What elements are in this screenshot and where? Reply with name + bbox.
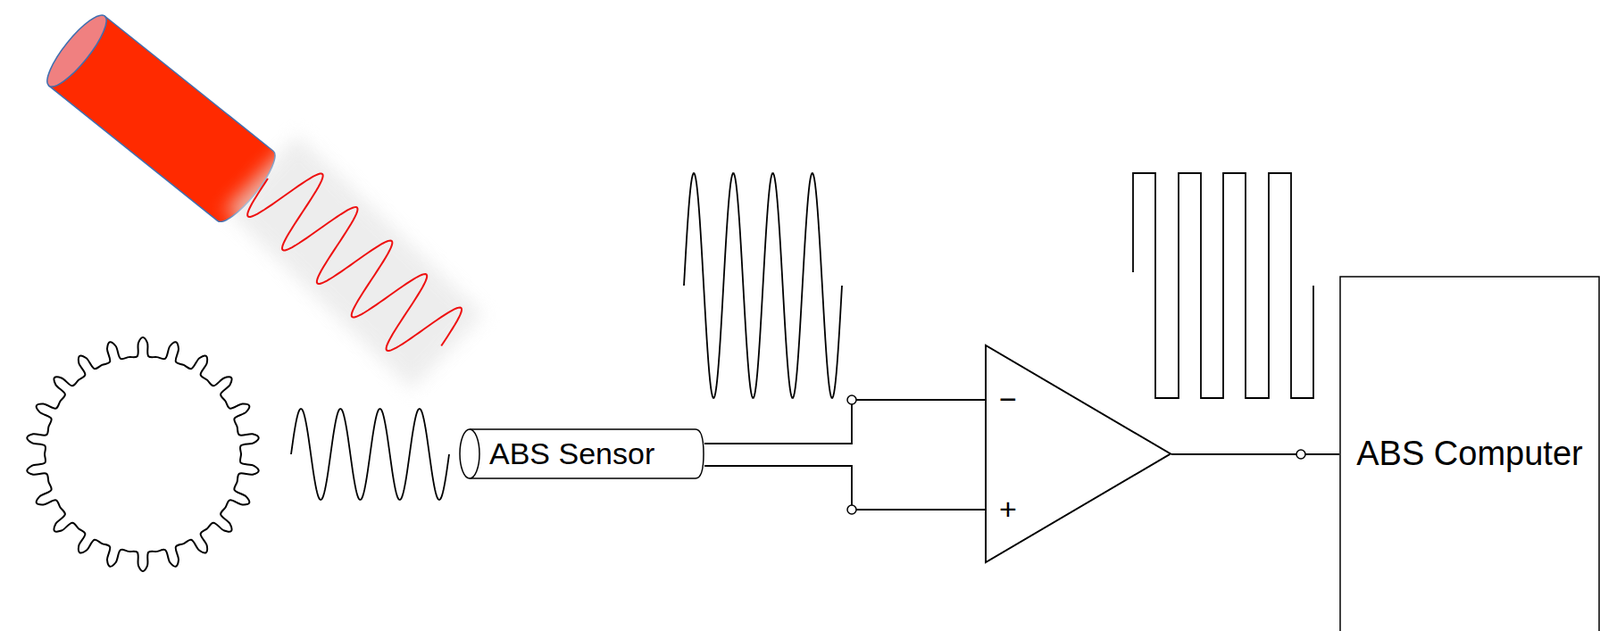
sensor-body-outline [469, 429, 704, 479]
signal-wire [704, 400, 985, 444]
tone-ring-gear [26, 337, 259, 572]
input-terminal [847, 505, 857, 515]
abs-sensor-body: ABS Sensor [458, 428, 705, 480]
emitter-face [39, 8, 115, 94]
signal-wire [704, 466, 985, 510]
op-amp: −+ [984, 344, 1172, 564]
red-wave [239, 149, 470, 376]
non-inverting-input-sign: + [999, 492, 1017, 526]
output-terminal [1296, 450, 1306, 459]
inverting-input-sign: − [999, 383, 1017, 417]
input-sine-wave [683, 173, 842, 399]
sensor-end-face [459, 429, 480, 479]
op-amp-triangle [985, 345, 1171, 563]
node-label: ABS Sensor [489, 437, 655, 471]
box-outline [1340, 276, 1600, 631]
input-terminal [847, 395, 857, 405]
abs-computer-box: ABS Computer [1339, 275, 1600, 631]
square-wave [1133, 173, 1314, 399]
node-label: ABS Computer [1356, 435, 1583, 474]
op-amp-outline [984, 344, 1172, 564]
red-wave-group [225, 134, 484, 390]
sensor-sine-wave [291, 408, 450, 500]
wave-glow [225, 134, 484, 390]
signal-wire [1171, 453, 1340, 456]
